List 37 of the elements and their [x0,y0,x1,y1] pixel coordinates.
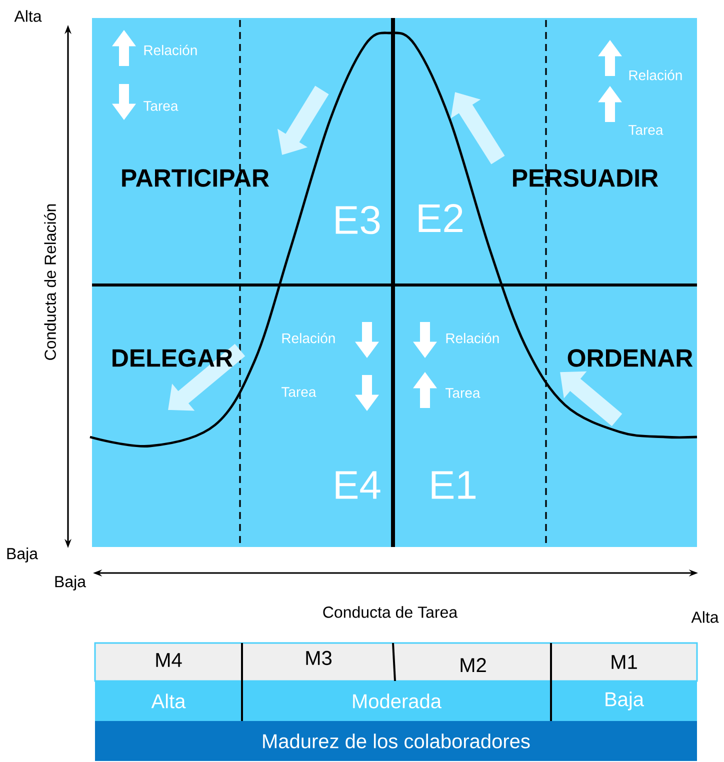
table-cell: M1 [551,643,697,681]
axis-title: Conducta de Relación [44,204,56,360]
style-label: PARTICIPAR [122,169,270,187]
table-cell: Madurez de los colaboradores [95,721,697,761]
table-cell: M3 [242,643,395,681]
arrow-label: Tarea [628,125,664,135]
quadrant-code: E1 [432,471,476,499]
axis-label: Baja [7,548,38,562]
node-text: Moderada [353,694,442,708]
axis-label: Alta [14,10,42,22]
style-label: ORDENAR [568,349,693,367]
table-cell: M4 [95,643,242,681]
node-text: M3 [306,650,332,666]
quadrant-code: E2 [418,204,462,232]
axis-title: Conducta de Tarea [323,606,458,618]
quadrant-code: E4 [336,471,380,499]
arrow-label: Relación [629,70,682,80]
node-text: Baja [606,692,644,710]
style-label: PERSUADIR [513,169,658,187]
table-cell: Alta [95,681,242,721]
arrow-label: Relación [446,332,499,344]
node-text: Alta [151,694,186,708]
axis-label: Alta [691,611,719,623]
node-text: M2 [460,658,486,672]
table-cell: M2 [395,643,551,681]
arrow-label: Relación [144,44,197,56]
arrow-label: Tarea [446,388,480,398]
node-text: M1 [612,655,637,669]
style-label: DELEGAR [112,349,233,367]
arrow-label: Relación [282,332,335,344]
arrow-label: Tarea [282,387,316,397]
node-text: M4 [156,653,182,667]
table-cell: Baja [551,681,697,721]
axis-label: Baja [55,576,86,590]
arrow-label: Tarea [144,101,178,111]
quadrant-code: E3 [336,206,380,234]
node-text: Madurez de los colaboradores [263,734,530,748]
